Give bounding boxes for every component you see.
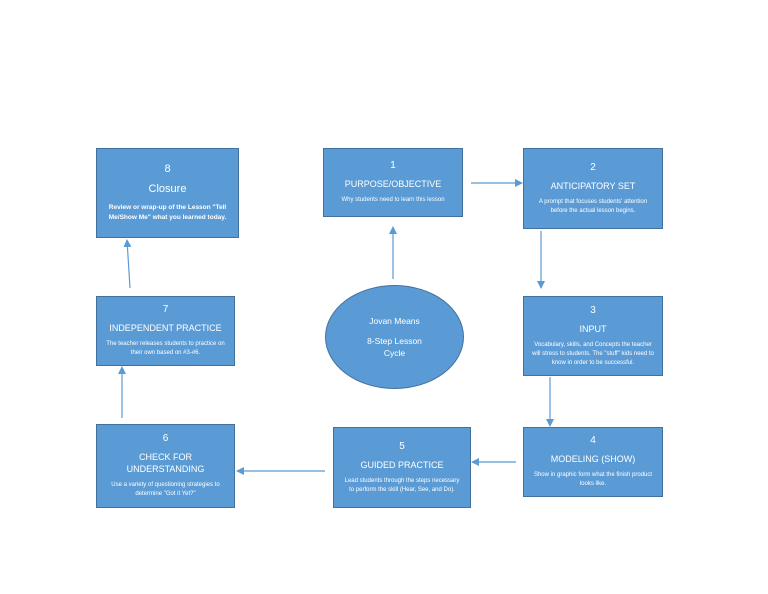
step-number: 2 bbox=[590, 161, 596, 173]
center-name: Jovan Means bbox=[369, 316, 420, 326]
step-description: Why students need to learn this lesson bbox=[341, 197, 445, 203]
step-title: PURPOSE/OBJECTIVE bbox=[344, 179, 442, 189]
step-number: 8 bbox=[164, 163, 171, 175]
step-2-box: 2 ANTICIPATORY SET A prompt that focuses… bbox=[523, 148, 663, 229]
step-title: INDEPENDENT PRACTICE bbox=[109, 323, 222, 333]
step-6-box: 6 CHECK FOR UNDERSTANDING Use a variety … bbox=[96, 424, 235, 508]
step-number: 6 bbox=[162, 433, 169, 444]
step-title: MODELING (SHOW) bbox=[550, 454, 636, 464]
step-description: Show in graphic form what the finish pro… bbox=[533, 472, 653, 487]
step-1-box: 1 PURPOSE/OBJECTIVE Why students need to… bbox=[323, 148, 463, 217]
step-8-box: 8 Closure Review or wrap-up of the Lesso… bbox=[96, 148, 239, 238]
step-description: Use a variety of questioning strategies … bbox=[111, 482, 220, 497]
step-title: GUIDED PRACTICE bbox=[360, 459, 444, 470]
step-description: A prompt that focuses students' attentio… bbox=[538, 198, 648, 214]
step-number: 7 bbox=[162, 304, 169, 315]
step-7-box: 7 INDEPENDENT PRACTICE The teacher relea… bbox=[96, 296, 235, 366]
step-5-box: 5 GUIDED PRACTICE Lead students through … bbox=[333, 427, 471, 508]
step-title: INPUT bbox=[579, 323, 607, 334]
step-description: Review or wrap-up of the Lesson "Tell Me… bbox=[108, 204, 227, 221]
center-subtitle-line1: 8-Step Lesson bbox=[367, 336, 422, 346]
step-number: 4 bbox=[590, 435, 596, 446]
step-3-box: 3 INPUT Vocabulary, skills, and Concepts… bbox=[523, 296, 663, 376]
step-number: 5 bbox=[399, 440, 405, 452]
center-subtitle-line2: Cycle bbox=[383, 348, 406, 358]
step-number: 1 bbox=[390, 160, 396, 171]
center-oval: Jovan Means 8-Step Lesson Cycle bbox=[325, 285, 464, 389]
step-number: 3 bbox=[590, 304, 596, 316]
step-title: CHECK FOR UNDERSTANDING bbox=[126, 452, 205, 474]
step-description: Vocabulary, skills, and Concepts the tea… bbox=[532, 341, 654, 366]
step-title: ANTICIPATORY SET bbox=[550, 180, 636, 191]
step-4-box: 4 MODELING (SHOW) Show in graphic form w… bbox=[523, 427, 663, 497]
step-description: The teacher releases students to practic… bbox=[106, 341, 225, 356]
step-description: Lead students through the steps necessar… bbox=[344, 477, 460, 493]
step-title: Closure bbox=[148, 183, 187, 195]
arrow-7-to-8 bbox=[123, 239, 132, 289]
